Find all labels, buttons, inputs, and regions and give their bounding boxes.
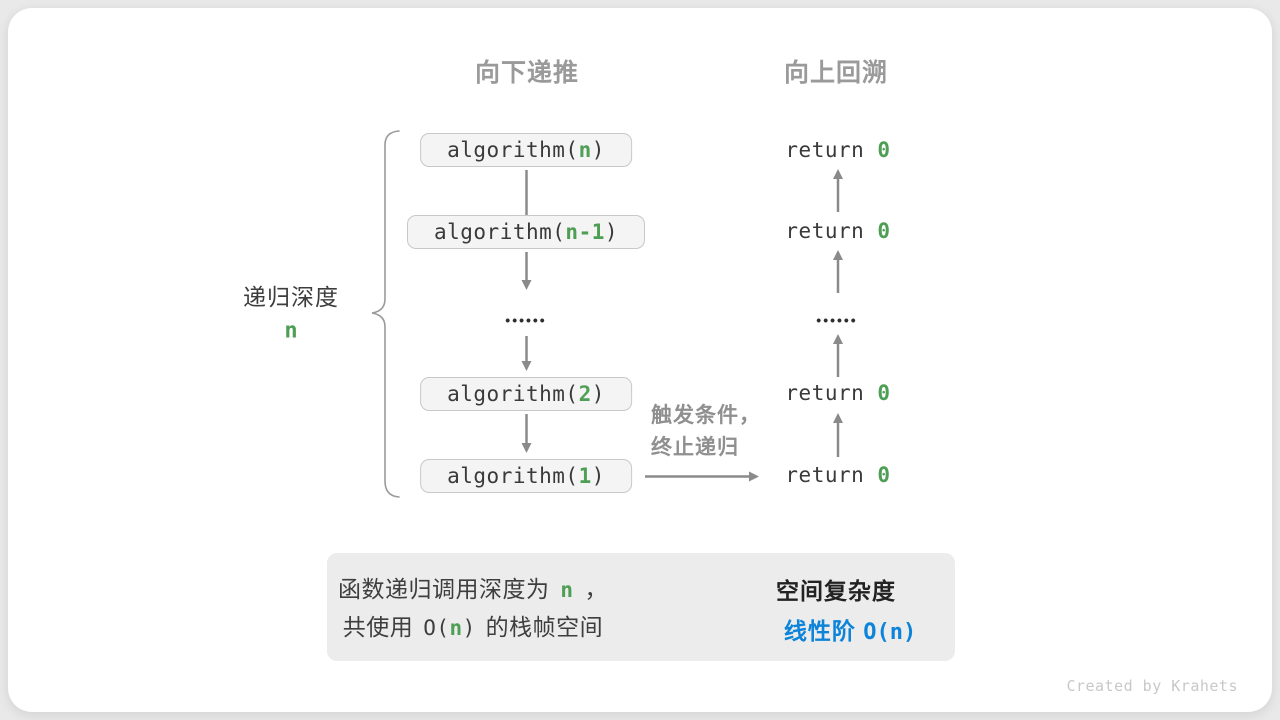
terminate-annotation-line2: 终止递归 — [651, 436, 739, 459]
call-box-2: algorithm(2) — [420, 377, 632, 411]
summary-code-open: O( — [423, 616, 450, 640]
call-box-n-1: algorithm(n-1) — [406, 215, 646, 249]
ellipsis-left: •••••• — [505, 312, 547, 328]
return-statement-1: return 0 — [785, 138, 890, 162]
summary-line1-post: ， — [577, 576, 608, 602]
call-box-n: algorithm(n) — [420, 133, 632, 167]
call-suffix: ) — [604, 220, 619, 244]
space-complexity-value: 线性阶 O(n) — [784, 612, 916, 646]
header-downward-recursion: 向下递推 — [474, 59, 580, 87]
watermark-credit: Created by Krahets — [1066, 677, 1238, 695]
return-keyword: return — [785, 463, 878, 487]
terminate-annotation-line1: 触发条件， — [651, 404, 761, 427]
return-value: 0 — [877, 138, 891, 162]
call-prefix: algorithm( — [447, 382, 579, 406]
ellipsis-right: •••••• — [816, 312, 858, 328]
call-box-1: algorithm(1) — [420, 459, 632, 493]
return-statement-3: return 0 — [785, 381, 890, 405]
recursion-depth-var: n — [284, 318, 298, 344]
header-upward-backtracking: 向上回溯 — [783, 59, 889, 87]
terminate-annotation: 触发条件， 终止递归 — [651, 400, 761, 464]
space-complexity-title: 空间复杂度 — [776, 578, 896, 604]
call-suffix: ) — [591, 382, 605, 406]
call-suffix: ) — [591, 138, 605, 162]
summary-line2: 共使用 O(n) 的栈帧空间 — [338, 609, 608, 647]
summary-text: 函数递归调用深度为 n ， 共使用 O(n) 的栈帧空间 — [338, 571, 608, 647]
summary-line2-post: 的栈帧空间 — [478, 614, 604, 640]
call-arg: n — [578, 138, 592, 162]
call-prefix: algorithm( — [447, 464, 579, 488]
return-statement-4: return 0 — [785, 463, 890, 487]
complexity-big-o: O(n) — [863, 620, 917, 645]
return-value: 0 — [877, 463, 891, 487]
call-arg: 1 — [578, 464, 592, 488]
summary-line1: 函数递归调用深度为 n ， — [338, 571, 608, 609]
summary-line2-code: O(n) — [423, 616, 476, 640]
summary-code-close: ) — [462, 616, 476, 640]
call-prefix: algorithm( — [447, 138, 579, 162]
call-arg: 2 — [578, 382, 592, 406]
complexity-order-label: 线性阶 — [783, 618, 864, 644]
return-keyword: return — [785, 138, 878, 162]
return-value: 0 — [877, 381, 891, 405]
call-arg: n-1 — [565, 220, 605, 244]
summary-line2-var: n — [449, 616, 463, 640]
call-suffix: ) — [591, 464, 605, 488]
call-prefix: algorithm( — [433, 220, 566, 244]
summary-box — [327, 553, 955, 661]
recursion-depth-label: 递归深度 — [243, 284, 339, 310]
summary-line1-pre: 函数递归调用深度为 — [338, 576, 557, 602]
return-keyword: return — [785, 219, 878, 243]
summary-line2-pre: 共使用 — [342, 614, 421, 640]
return-statement-2: return 0 — [785, 219, 890, 243]
return-value: 0 — [877, 219, 891, 243]
return-keyword: return — [785, 381, 878, 405]
summary-line1-var: n — [560, 578, 574, 602]
